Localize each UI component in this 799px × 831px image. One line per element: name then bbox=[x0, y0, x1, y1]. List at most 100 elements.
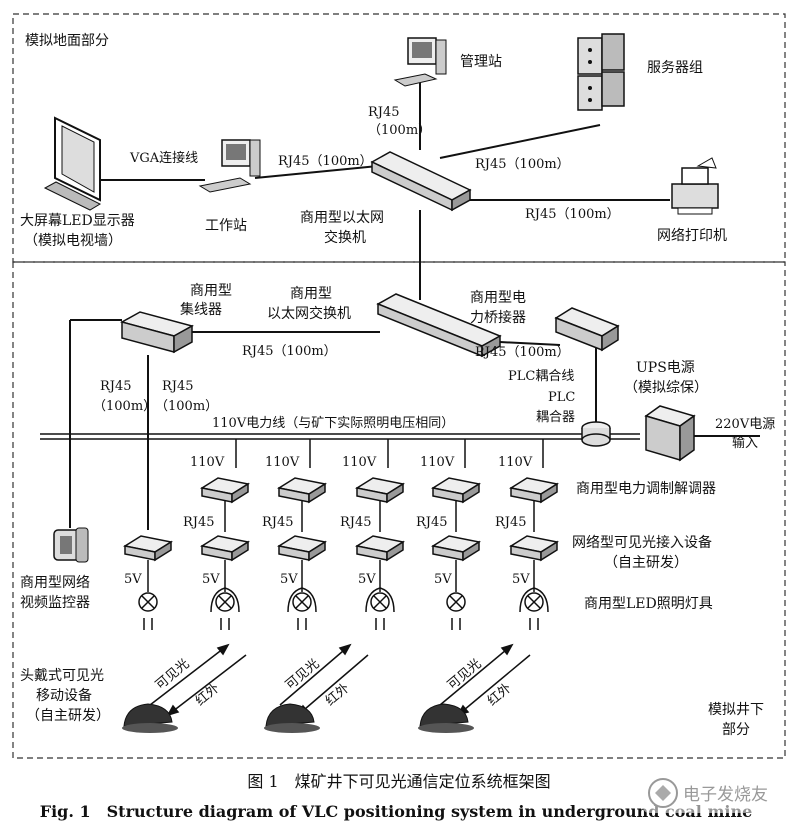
power-modem-icon bbox=[200, 477, 250, 504]
rj45-label: RJ45 bbox=[340, 515, 372, 530]
ethernet-switch-top-icon bbox=[370, 151, 472, 212]
switch-mid-label-1: 商用型 bbox=[290, 286, 332, 302]
led-display-label-1: 大屏幕LED显示器 bbox=[20, 213, 135, 229]
server-group-label: 服务器组 bbox=[647, 60, 703, 76]
v5-label: 5V bbox=[202, 572, 220, 587]
rj45-hub-label: RJ45（100m） bbox=[242, 344, 337, 359]
headset-label-2: 移动设备 bbox=[36, 687, 92, 704]
ups-label-2: （模拟综保） bbox=[624, 380, 708, 396]
power-modem-icon bbox=[431, 477, 481, 504]
led-lamp-icon bbox=[287, 587, 317, 630]
power-input-label-1: 220V电源 bbox=[715, 417, 775, 432]
rj45-workstation-label: RJ45（100m） bbox=[278, 154, 373, 169]
v5-label: 5V bbox=[124, 572, 142, 587]
ethernet-switch-mid-icon bbox=[376, 293, 502, 358]
printer-label: 网络打印机 bbox=[657, 227, 727, 244]
v110-label: 110V bbox=[265, 455, 300, 470]
led-display-label-2: （模拟电视墙） bbox=[24, 233, 122, 249]
underground-zone-border bbox=[12, 261, 786, 759]
rj45-access-length-label: （100m） bbox=[155, 399, 218, 414]
headset-device-icon bbox=[264, 703, 320, 733]
vlc-access-device-icon bbox=[509, 535, 559, 562]
switch-top-label-2: 交换机 bbox=[324, 229, 366, 246]
rj45-column-labels: RJ45 RJ45 RJ45 RJ45 RJ45 bbox=[183, 515, 527, 530]
headset-label-3: （自主研发） bbox=[26, 708, 110, 724]
rj45-monitor-label: RJ45 bbox=[100, 379, 132, 394]
underground-zone-label-1: 模拟井下 bbox=[708, 702, 764, 718]
rj45-label: RJ45 bbox=[416, 515, 448, 530]
power-line-label: 110V电力线（与矿下实际照明电压相同） bbox=[212, 416, 454, 431]
power-bridge-icon bbox=[554, 307, 620, 352]
vlc-access-device-icon bbox=[355, 535, 405, 562]
power-input-label-2: 输入 bbox=[732, 435, 758, 451]
led-lamp-icon bbox=[519, 587, 549, 630]
watermark-mark-icon bbox=[655, 785, 671, 801]
plc-coupling-line-label: PLC耦合线 bbox=[508, 369, 574, 384]
vlc-access-device-icon bbox=[123, 535, 173, 562]
network-printer-icon bbox=[671, 157, 719, 215]
visible-light-label: 可见光 bbox=[283, 656, 323, 693]
v5-label: 5V bbox=[434, 572, 452, 587]
v110-label: 110V bbox=[190, 455, 225, 470]
plc-coupler-icon bbox=[581, 421, 611, 447]
voltage-5v-labels: 5V 5V 5V 5V 5V 5V bbox=[124, 572, 530, 587]
vlc-access-label-1: 网络型可见光接入设备 bbox=[572, 534, 712, 551]
headset-device-icon bbox=[418, 703, 474, 733]
plc-coupler-label-2: 耦合器 bbox=[536, 410, 575, 425]
video-monitor-label-2: 视频监控器 bbox=[20, 595, 90, 611]
rj45-monitor-length-label: （100m） bbox=[93, 399, 156, 414]
v5-label: 5V bbox=[280, 572, 298, 587]
modem-row bbox=[200, 477, 559, 504]
modem-label: 商用型电力调制解调器 bbox=[576, 481, 716, 497]
server-group-icon bbox=[577, 33, 625, 111]
power-line-110v bbox=[40, 433, 640, 440]
v5-label: 5V bbox=[512, 572, 530, 587]
vlc-access-label-2: （自主研发） bbox=[604, 555, 688, 571]
management-station-icon bbox=[393, 37, 447, 87]
infrared-label: 红外 bbox=[322, 680, 352, 709]
switch-mid-label-2: 以太网交换机 bbox=[267, 305, 351, 322]
mgmt-station-label: 管理站 bbox=[460, 54, 502, 70]
rj45-label: RJ45 bbox=[495, 515, 527, 530]
workstation-label: 工作站 bbox=[205, 218, 247, 234]
watermark-logo-icon bbox=[648, 778, 678, 808]
led-lamp-icon bbox=[210, 587, 240, 630]
vga-link-label: VGA连接线 bbox=[129, 150, 198, 166]
headset-device-icon bbox=[122, 703, 178, 733]
led-lamp-row bbox=[138, 587, 549, 630]
led-lamp-label: 商用型LED照明灯具 bbox=[584, 596, 713, 612]
rj45-printer-label: RJ45（100m） bbox=[525, 207, 620, 222]
rj45-label: RJ45 bbox=[183, 515, 215, 530]
rj45-bridge-label: RJ45（100m） bbox=[475, 345, 570, 360]
power-modem-icon bbox=[277, 477, 327, 504]
switch-top-label-1: 商用型以太网 bbox=[300, 210, 384, 226]
v110-label: 110V bbox=[498, 455, 533, 470]
ups-icon bbox=[644, 405, 696, 462]
hub-label-2: 集线器 bbox=[180, 301, 222, 318]
rj45-mgmt-length-label: （100m） bbox=[368, 123, 431, 138]
video-monitor-label-1: 商用型网络 bbox=[20, 575, 90, 591]
voltage-110v-labels: 110V 110V 110V 110V 110V bbox=[190, 455, 533, 470]
underground-zone-label-2: 部分 bbox=[722, 722, 750, 738]
figure-caption-cn: 图 1 煤矿井下可见光通信定位系统框架图 bbox=[247, 772, 550, 791]
vlc-access-device-icon bbox=[200, 535, 250, 562]
figure-caption-en: Fig. 1 Structure diagram of VLC position… bbox=[40, 802, 753, 821]
led-lamp-icon bbox=[138, 592, 158, 630]
power-modem-icon bbox=[509, 477, 559, 504]
v5-label: 5V bbox=[358, 572, 376, 587]
rj45-mgmt-label: RJ45 bbox=[368, 105, 400, 120]
visible-light-label: 可见光 bbox=[445, 656, 485, 693]
v110-label: 110V bbox=[342, 455, 377, 470]
workstation-icon bbox=[198, 139, 261, 193]
infrared-label: 红外 bbox=[192, 680, 222, 709]
vlc-access-device-icon bbox=[431, 535, 481, 562]
hub-icon bbox=[120, 311, 194, 354]
vlc-access-row bbox=[123, 535, 559, 562]
hub-label-1: 商用型 bbox=[190, 283, 232, 299]
headset-row bbox=[122, 703, 474, 733]
ups-label-1: UPS电源 bbox=[636, 360, 695, 376]
watermark: 电子发烧友 bbox=[643, 773, 785, 813]
column-links bbox=[147, 439, 544, 592]
video-monitor-icon bbox=[53, 527, 89, 563]
